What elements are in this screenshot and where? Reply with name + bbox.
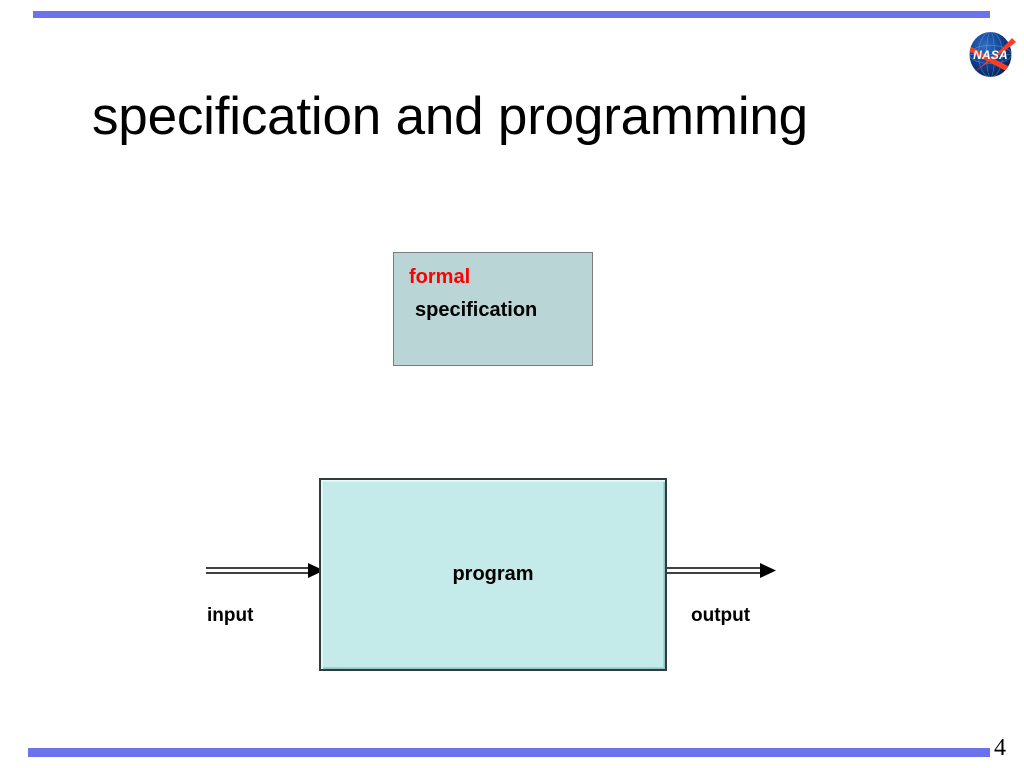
spec-box-label-specification: specification [415,299,538,321]
input-label: input [207,605,254,626]
bottom-accent-rule [28,748,990,757]
output-arrow-icon [662,561,778,581]
nasa-logo-icon: NASA [962,26,1019,83]
output-label: output [691,605,751,626]
top-accent-rule [33,11,990,18]
formal-specification-box[interactable]: formal specification [393,252,593,366]
nasa-wordmark: NASA [973,48,1008,62]
input-arrow-icon [206,561,326,581]
program-box[interactable]: program [319,478,667,671]
page-number: 4 [994,735,1006,761]
spec-box-label-formal: formal [409,266,471,288]
page-title: specification and programming [92,87,808,146]
program-box-label: program [452,563,534,585]
